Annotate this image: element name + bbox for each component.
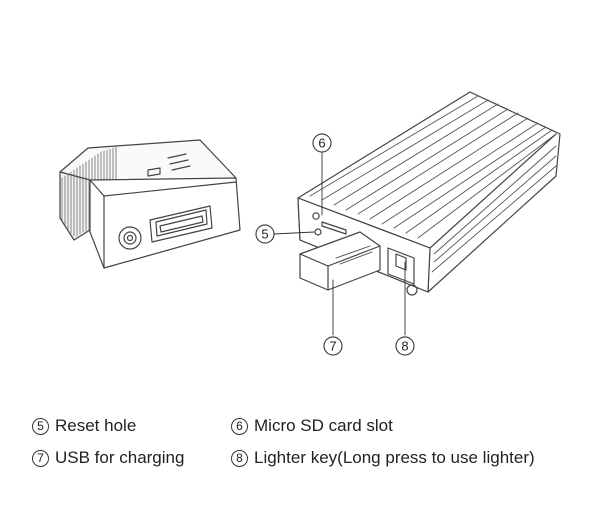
legend-item-micro-sd-slot: 6 Micro SD card slot	[231, 416, 393, 436]
callout-circle-6	[312, 133, 332, 153]
device-diagram: 6 5 7 8	[59, 91, 561, 356]
cap-illustration	[59, 139, 241, 269]
legend-label-usb-charging: USB for charging	[55, 448, 185, 467]
lighter-body-illustration	[297, 91, 561, 296]
callout-circle-8	[395, 336, 415, 356]
callout-label-6: 6	[318, 136, 325, 151]
legend-number-7: 7	[32, 449, 49, 467]
callout-label-5: 5	[261, 227, 268, 242]
legend-number-5: 5	[32, 417, 49, 435]
legend-item-lighter-key: 8 Lighter key(Long press to use lighter)	[231, 448, 535, 468]
legend-number-8: 8	[231, 449, 248, 467]
callout-circle-5	[255, 224, 275, 244]
callout-label-8: 8	[401, 339, 408, 354]
legend-label-micro-sd-slot: Micro SD card slot	[254, 416, 393, 435]
callout-label-7: 7	[329, 339, 336, 354]
callout-circle-7	[323, 336, 343, 356]
legend-item-usb-charging: 7 USB for charging	[32, 448, 184, 468]
legend-label-lighter-key: Lighter key(Long press to use lighter)	[254, 448, 535, 467]
leader-line-5	[273, 231, 315, 235]
legend: 5 Reset hole 6 Micro SD card slot 7 USB …	[0, 410, 600, 510]
legend-label-reset-hole: Reset hole	[55, 416, 137, 435]
legend-number-6: 6	[231, 417, 248, 435]
legend-item-reset-hole: 5 Reset hole	[32, 416, 136, 436]
